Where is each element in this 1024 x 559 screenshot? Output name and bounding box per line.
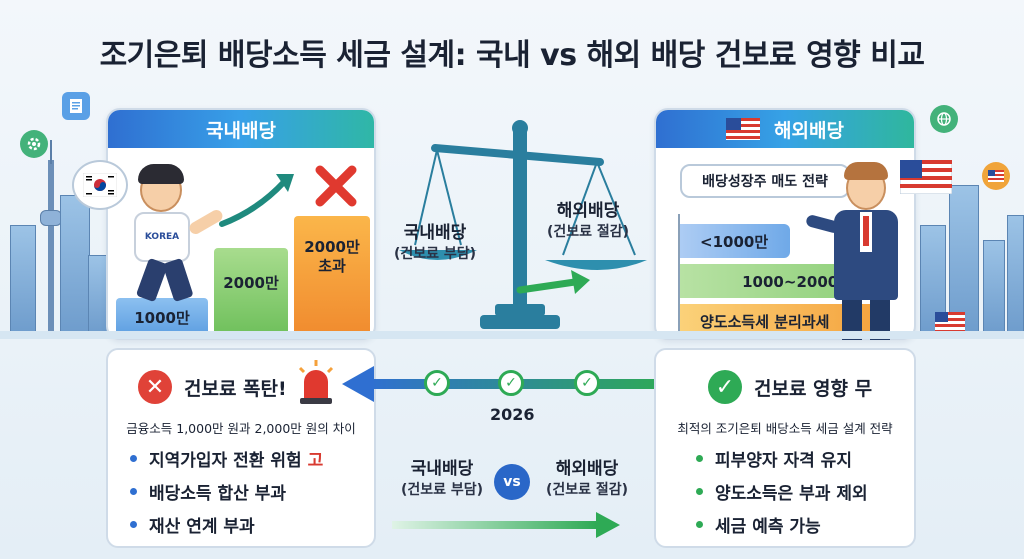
list-item: 피부양자 자격 유지 xyxy=(696,446,868,471)
hbar-under-1000: <1000만 xyxy=(678,224,790,258)
foreign-card-header: 해외배당 xyxy=(656,110,914,148)
red-x-icon xyxy=(315,165,357,207)
bar-2000-over-label: 2000만 초과 xyxy=(304,238,360,275)
bar-2000: 2000만 xyxy=(214,248,288,338)
no-impact-text: 건보료 영향 무 xyxy=(754,377,873,400)
hbar-under-1000-label: <1000만 xyxy=(700,232,769,251)
runner-figure: KOREA xyxy=(112,164,225,303)
scale-left-sub: (건보료 부담) xyxy=(393,245,477,262)
bullet-text: 양도소득은 부과 제외 xyxy=(715,484,868,504)
bullet-text: 지역가입자 전환 위험 xyxy=(149,451,302,471)
premium-bomb-text: 건보료 폭탄! xyxy=(184,377,287,400)
hbar-axis-line xyxy=(678,214,680,338)
usa-flag-small-icon xyxy=(935,312,965,332)
bottom-center-left-sub: (건보료 부담) xyxy=(400,481,484,498)
bottom-center-left-label: 국내배당 (건보료 부담) xyxy=(392,458,492,500)
scale-left-title: 국내배당 xyxy=(403,223,467,243)
list-item: 세금 예측 가능 xyxy=(696,512,868,537)
timeline-check-3: ✓ xyxy=(574,370,600,396)
bullet-text: 세금 예측 가능 xyxy=(715,517,821,537)
bottom-center-right-title: 해외배당 xyxy=(555,459,619,479)
ground-strip xyxy=(0,331,1024,339)
right-city-skyline xyxy=(915,170,1024,335)
balance-scale xyxy=(385,110,655,340)
bottom-right-card: ✓ 건보료 영향 무 최적의 조기은퇴 배당소득 세금 설계 전략 피부양자 자… xyxy=(654,348,916,548)
gear-icon xyxy=(20,130,48,158)
list-item: 배당소득 합산 부과 xyxy=(130,479,323,504)
bullet-text: 재산 연계 부과 xyxy=(149,517,255,537)
premium-bomb-status: ✕ 건보료 폭탄! xyxy=(138,370,287,404)
usa-flag-bubble-icon xyxy=(899,159,953,195)
x-circle-icon: ✕ xyxy=(138,370,172,404)
income-note: 금융소득 1,000만 원과 2,000만 원의 차이 xyxy=(126,421,356,436)
timeline-check-2: ✓ xyxy=(498,370,524,396)
list-item: 양도소득은 부과 제외 xyxy=(696,479,868,504)
scale-left-label: 국내배당 (건보료 부담) xyxy=(385,222,485,264)
risk-accent: 고 xyxy=(307,451,324,471)
scale-right-title: 해외배당 xyxy=(556,201,620,221)
no-impact-status: ✓ 건보료 영향 무 xyxy=(708,370,872,404)
hbar-1000-2000-label: 1000~2000만 xyxy=(742,272,852,291)
shirt-text: KOREA xyxy=(144,232,180,242)
globe-icon xyxy=(930,105,958,133)
bullet-text: 피부양자 자격 유지 xyxy=(715,451,852,471)
scale-right-label: 해외배당 (건보료 절감) xyxy=(533,200,643,242)
check-circle-icon: ✓ xyxy=(708,370,742,404)
usa-flag-header-icon xyxy=(726,118,761,140)
left-city-skyline xyxy=(0,120,110,335)
businessman-figure xyxy=(805,160,910,340)
bar-1000-label: 1000만 xyxy=(134,308,190,327)
foreign-card-title: 해외배당 xyxy=(774,119,844,142)
bullet-text: 배당소득 합산 부과 xyxy=(149,484,286,504)
bar-2000-label: 2000만 xyxy=(223,273,279,292)
timeline-check-1: ✓ xyxy=(424,370,450,396)
strategy-note: 최적의 조기은퇴 배당소득 세금 설계 전략 xyxy=(677,421,893,436)
foreign-bullet-list: 피부양자 자격 유지 양도소득은 부과 제외 세금 예측 가능 xyxy=(696,446,868,545)
bottom-progress-arrow xyxy=(392,512,620,538)
domestic-card-header: 국내배당 xyxy=(108,110,374,148)
trend-up-arrow-icon xyxy=(219,174,294,227)
bar-2000-over: 2000만 초과 xyxy=(294,216,370,338)
domestic-dividend-card: 국내배당 1000만 2000만 2000만 초과 KOREA xyxy=(106,108,376,340)
bottom-center-left-title: 국내배당 xyxy=(410,459,474,479)
vs-badge: vs xyxy=(494,464,530,500)
page-title: 조기은퇴 배당소득 세금 설계: 국내 vs 해외 배당 건보료 영향 비교 xyxy=(99,38,925,73)
list-item: 재산 연계 부과 xyxy=(130,512,323,537)
bottom-center-right-label: 해외배당 (건보료 절감) xyxy=(532,458,642,500)
hbar-capital-gains-label: 양도소득세 분리과세 xyxy=(700,312,830,331)
scale-right-sub: (건보료 절감) xyxy=(546,223,630,240)
bottom-left-card: ✕ 건보료 폭탄! 금융소득 1,000만 원과 2,000만 원의 차이 지역… xyxy=(106,348,376,548)
korea-flag-icon xyxy=(72,160,128,210)
siren-icon xyxy=(298,360,334,404)
timeline-year: 2026 xyxy=(490,405,535,424)
bottom-center-right-sub: (건보료 절감) xyxy=(545,481,629,498)
document-icon xyxy=(62,92,90,120)
usa-flag-badge-icon xyxy=(982,162,1010,190)
